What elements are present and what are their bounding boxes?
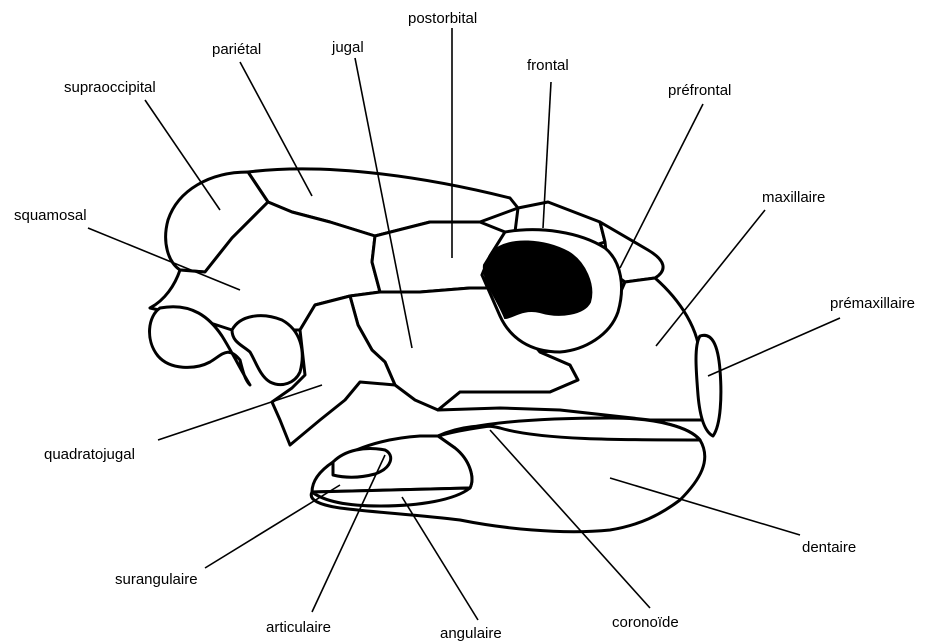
label-angulaire: angulaire xyxy=(440,625,502,642)
label-quadratojugal: quadratojugal xyxy=(44,446,135,463)
label-frontal: frontal xyxy=(527,57,569,74)
label-coronoide: coronoïde xyxy=(612,614,679,631)
leader-supraoccipital xyxy=(145,100,220,210)
label-squamosal: squamosal xyxy=(14,207,87,224)
leader-maxillaire xyxy=(656,210,765,346)
label-maxillaire: maxillaire xyxy=(762,189,825,206)
leader-surangulaire xyxy=(205,485,340,568)
leader-premaxillaire xyxy=(708,318,840,376)
leader-prefrontal xyxy=(620,104,703,268)
label-surangulaire: surangulaire xyxy=(115,571,198,588)
label-dentaire: dentaire xyxy=(802,539,856,556)
label-parietal: pariétal xyxy=(212,41,261,58)
label-premaxillaire: prémaxillaire xyxy=(830,295,915,312)
label-articulaire: articulaire xyxy=(266,619,331,636)
label-postorbital: postorbital xyxy=(408,10,477,27)
label-prefrontal: préfrontal xyxy=(668,82,731,99)
label-jugal: jugal xyxy=(331,39,364,56)
label-supraoccipital: supraoccipital xyxy=(64,79,156,96)
